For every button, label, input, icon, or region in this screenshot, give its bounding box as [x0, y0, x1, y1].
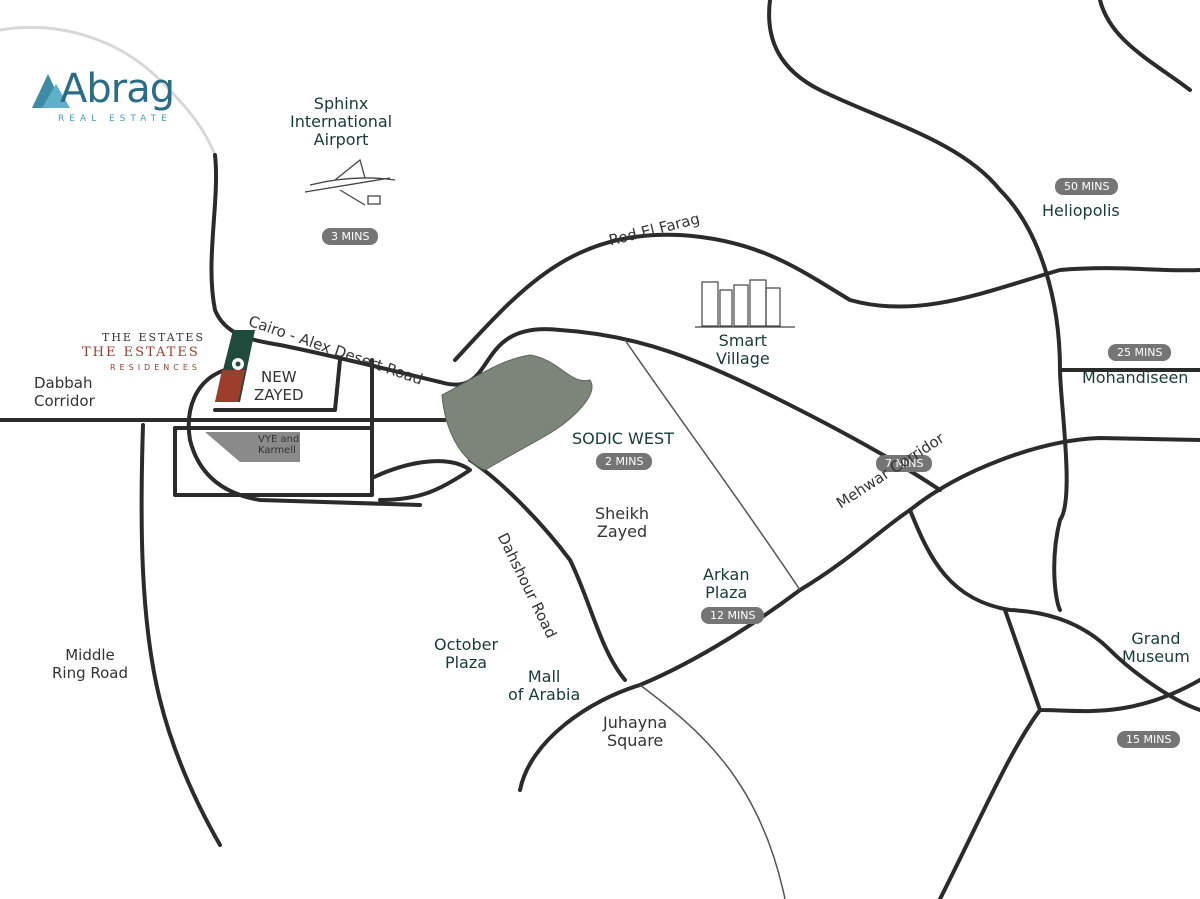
- road-right-loop: [908, 508, 1200, 712]
- time-badge-heliopolis: 50 MINS: [1055, 178, 1119, 195]
- skyline-icon: [695, 279, 795, 328]
- time-badge-grand-museum: 15 MINS: [1117, 731, 1181, 748]
- place-grand-museum: Grand Museum: [1122, 629, 1190, 666]
- aerial-compound-icon: [441, 354, 593, 471]
- place-heliopolis: Heliopolis: [1042, 201, 1120, 220]
- time-badge-mehwar: 7 MINS: [876, 455, 933, 472]
- road-label-dabbah: Dabbah Corridor: [34, 374, 95, 410]
- road-far-right-top: [1098, 0, 1192, 92]
- logo-tagline: REAL ESTATE: [58, 114, 172, 124]
- place-sheikh-zayed: Sheikh Zayed: [595, 504, 649, 541]
- place-mohandiseen: Mohandiseen: [1082, 368, 1189, 387]
- place-sodic-west: SODIC WEST: [572, 429, 674, 448]
- time-badge-arkan: 12 MINS: [701, 607, 765, 624]
- road-thin-diagonal: [624, 339, 801, 591]
- road-vye-bottom: [370, 459, 472, 502]
- time-badge-mohandiseen: 25 MINS: [1108, 344, 1172, 361]
- building-logo-icon: [32, 74, 70, 108]
- place-vye: VYE and Karmell: [258, 434, 300, 456]
- place-new-zayed: NEW ZAYED: [254, 368, 304, 404]
- logo-name: Abrag: [60, 66, 175, 112]
- estates-red-plot: [215, 370, 245, 402]
- road-middle-ring: [139, 423, 222, 847]
- place-sphinx: Sphinx International Airport: [290, 94, 393, 149]
- place-arkan-plaza: Arkan Plaza: [703, 565, 750, 602]
- road-bottom-right: [938, 708, 1042, 899]
- place-smart-village: Smart Village: [716, 331, 770, 368]
- road-cairo-alex: [438, 327, 942, 492]
- place-october-plaza: October Plaza: [434, 635, 499, 672]
- project-title-top: THE ESTATES: [102, 331, 206, 344]
- road-museum-loop: [1003, 608, 1200, 714]
- road-new-zayed-box: [213, 358, 342, 412]
- project-title-main: THE ESTATES: [82, 345, 200, 360]
- road-thin-juhayna: [639, 684, 786, 899]
- time-badge-sphinx: 3 MINS: [322, 228, 379, 245]
- road-dahshour: [468, 458, 627, 682]
- faint-road: [0, 26, 217, 156]
- road-rod-el-farag: [453, 232, 1200, 362]
- place-juhayna-square: Juhayna Square: [603, 713, 668, 750]
- time-badge-sodic: 2 MINS: [596, 453, 653, 470]
- place-mall-of-arabia: Mall of Arabia: [508, 667, 581, 704]
- road-label-middle-ring: Middle Ring Road: [52, 646, 129, 682]
- airplane-icon: [304, 158, 396, 206]
- vye-karmell-area: [205, 432, 300, 462]
- project-title-sub: RESIDENCES: [110, 363, 201, 372]
- road-right-top: [767, 0, 1069, 612]
